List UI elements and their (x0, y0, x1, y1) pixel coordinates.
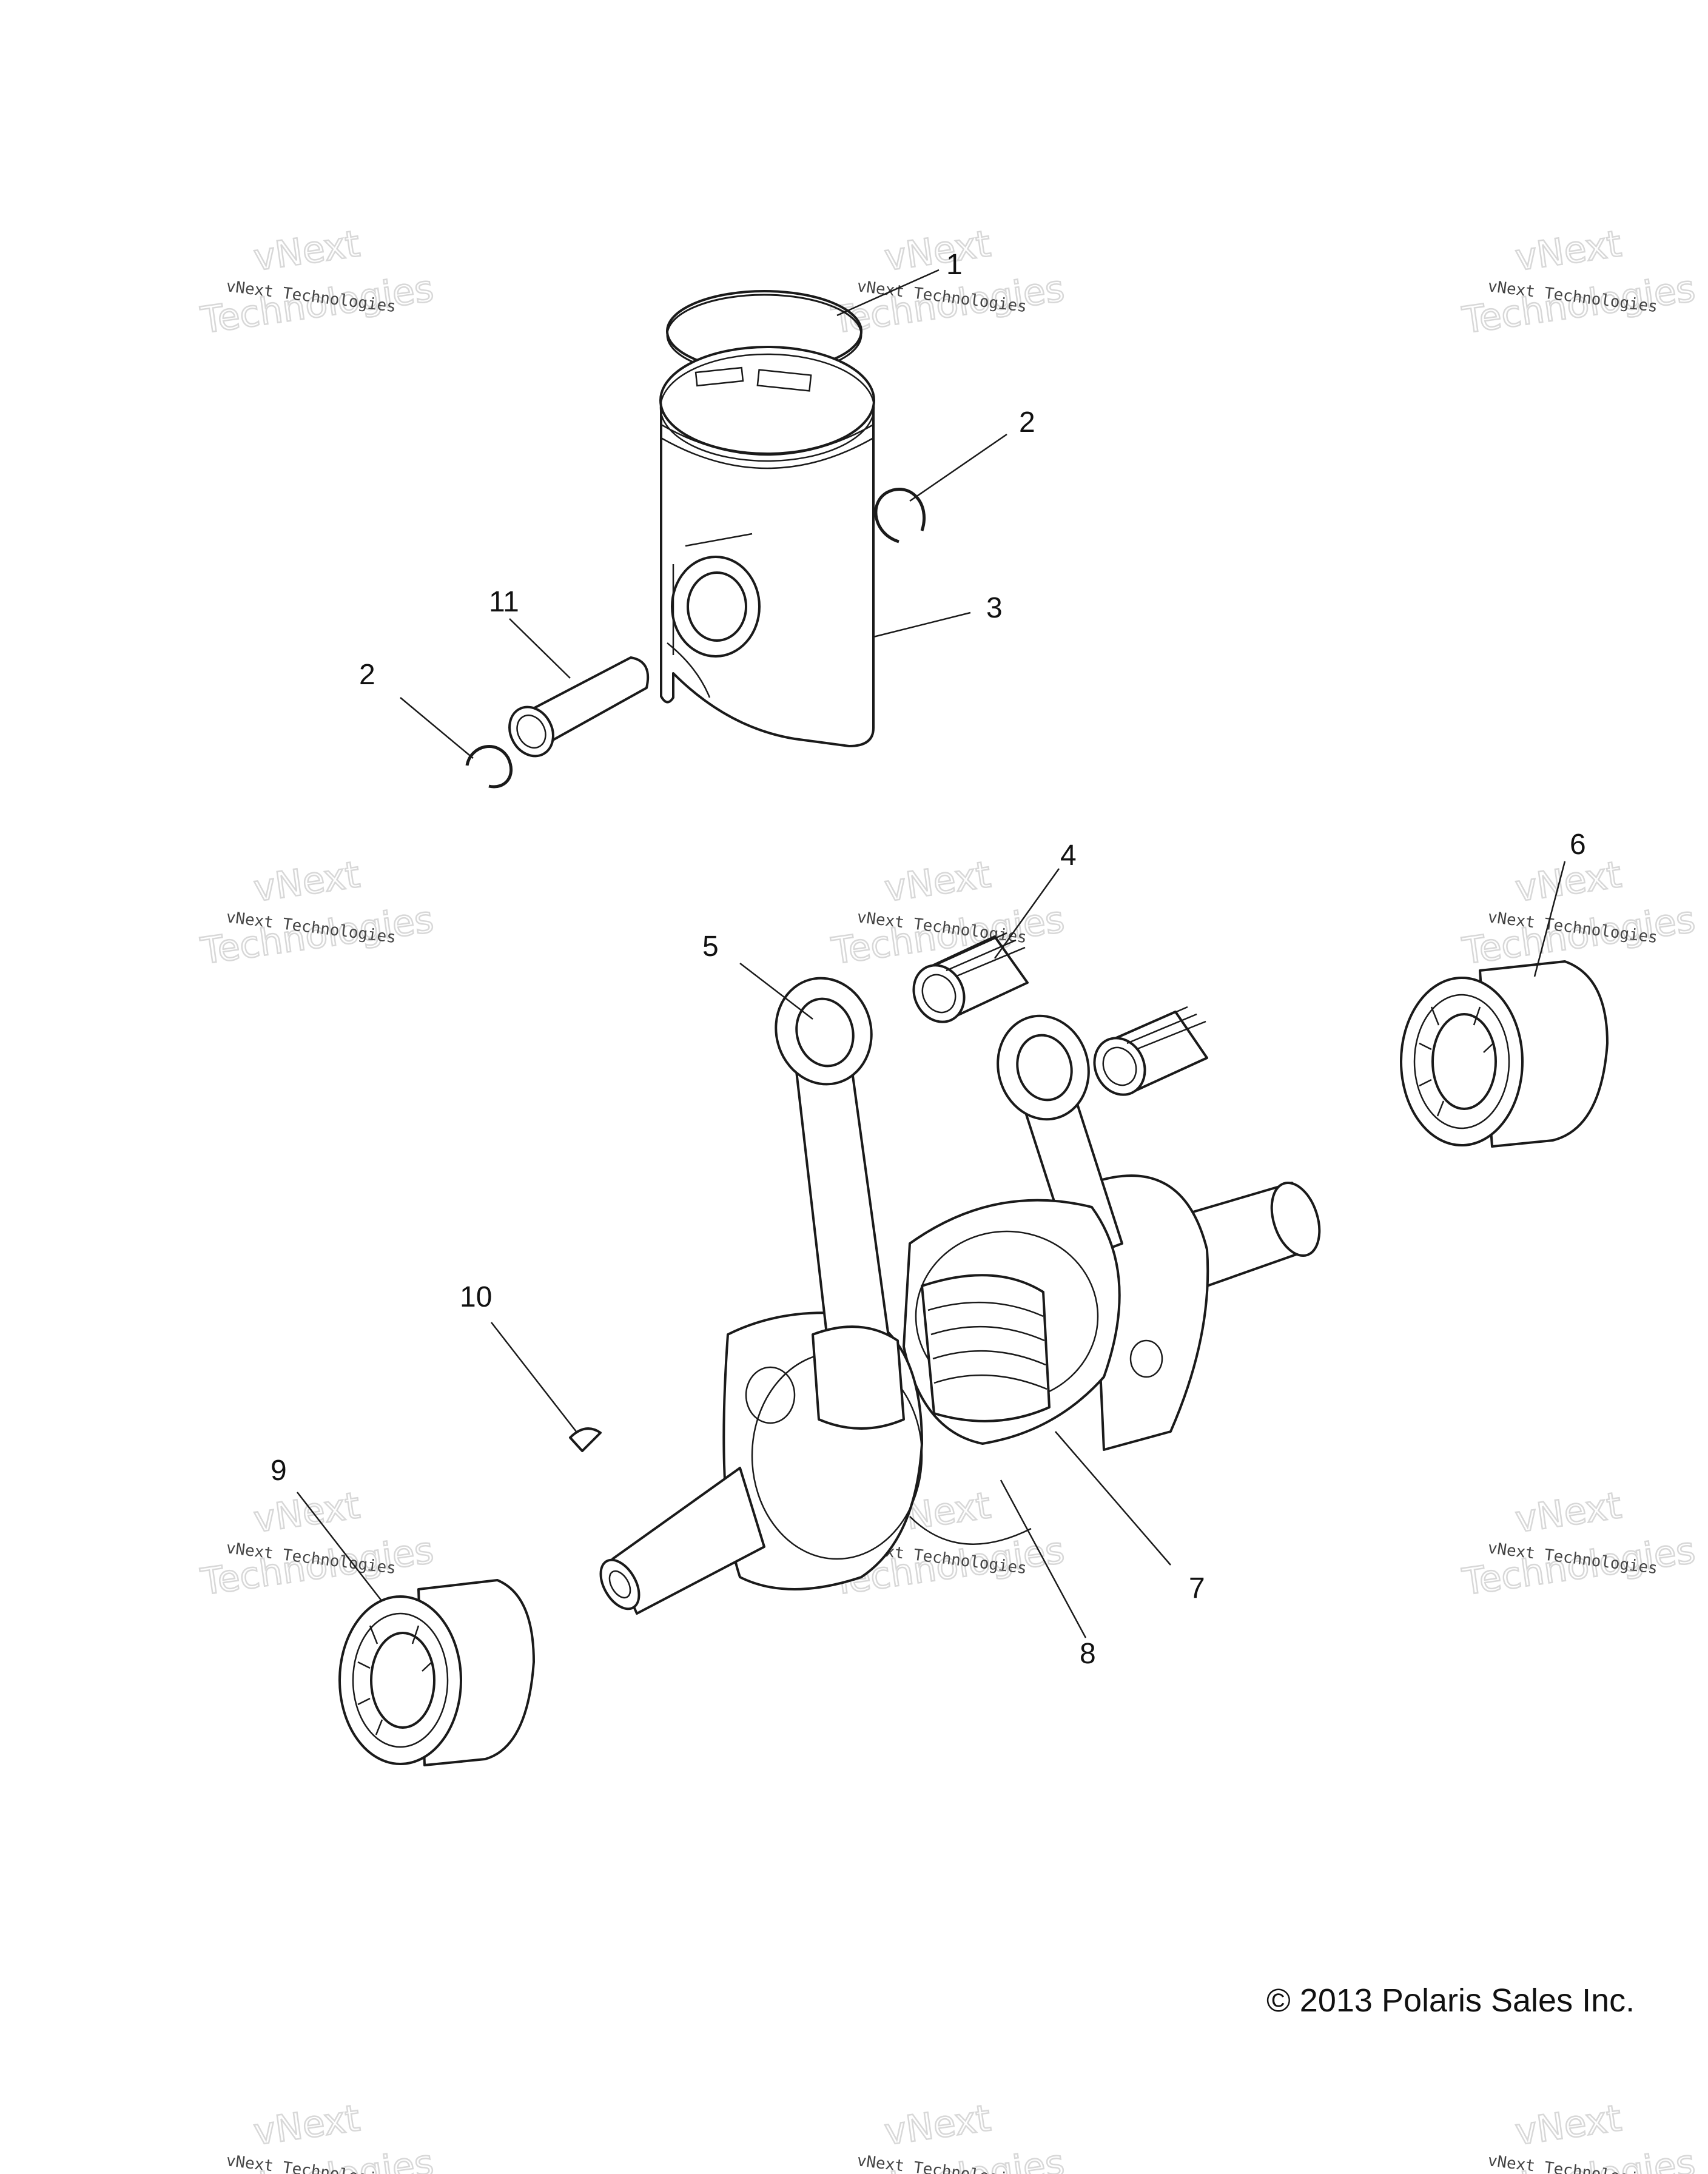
leader-8 (1000, 1479, 1087, 1638)
main-bearing-left (338, 1579, 535, 1766)
callout-3: 3 (986, 592, 1003, 624)
leader-7 (1055, 1431, 1171, 1566)
svg-text:vNext: vNext (1513, 853, 1624, 910)
svg-text:vNext: vNext (251, 1484, 362, 1541)
callout-1: 1 (946, 249, 963, 281)
crankshaft-assembly (599, 977, 1321, 1615)
callout-2-lower: 2 (359, 659, 375, 691)
callout-labels: 1 2 3 11 2 4 5 6 10 9 7 8 (271, 249, 1586, 1670)
callout-5: 5 (702, 931, 719, 963)
svg-text:vNext: vNext (1513, 2097, 1624, 2154)
svg-text:vNext: vNext (882, 853, 993, 910)
callout-9: 9 (271, 1455, 287, 1487)
leader-9 (297, 1492, 383, 1602)
leader-1 (836, 269, 940, 317)
leader-11 (509, 618, 571, 679)
callout-2-upper: 2 (1019, 406, 1035, 439)
leader-4 (994, 868, 1060, 959)
svg-text:vNext: vNext (251, 223, 362, 280)
callout-11: 11 (489, 586, 519, 618)
piston (659, 346, 875, 747)
svg-text:vNext: vNext (882, 2097, 993, 2154)
circlip-lower (465, 745, 513, 789)
leader-6 (1533, 861, 1566, 977)
leader-5 (739, 963, 813, 1020)
leader-3 (873, 611, 971, 638)
callout-8: 8 (1080, 1638, 1096, 1670)
svg-text:vNext: vNext (1513, 223, 1624, 280)
leader-10 (491, 1322, 577, 1432)
wrist-pin (508, 656, 650, 758)
callout-10: 10 (460, 1281, 492, 1313)
callout-4: 4 (1060, 840, 1077, 872)
leader-2b (400, 697, 474, 759)
watermark-group: vNext Technologies vNext Technologies vN… (197, 222, 1698, 2174)
copyright-notice: © 2013 Polaris Sales Inc. (1266, 1982, 1635, 2019)
svg-text:vNext: vNext (1513, 1484, 1624, 1541)
needle-bearing-a (912, 932, 1029, 1023)
svg-text:vNext: vNext (251, 2097, 362, 2154)
callout-6: 6 (1570, 829, 1586, 861)
leader-lines (297, 269, 1566, 1638)
main-bearing-right (1400, 960, 1609, 1148)
svg-text:vNext: vNext (251, 853, 362, 910)
leader-2a (909, 433, 1007, 502)
needle-bearing-b (1093, 1006, 1208, 1096)
callout-7: 7 (1189, 1572, 1205, 1604)
circlip-upper (874, 488, 926, 544)
woodruff-key (569, 1427, 602, 1452)
